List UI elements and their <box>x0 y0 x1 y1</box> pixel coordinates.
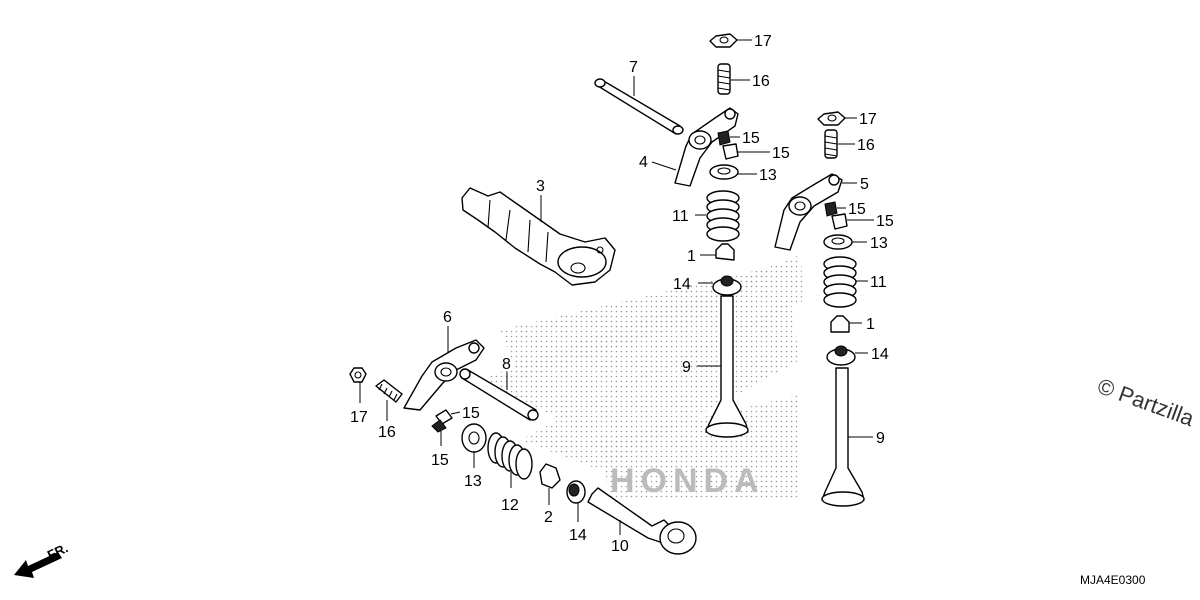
honda-logo-text: HONDA <box>610 462 765 500</box>
valve-spring-upper <box>706 190 740 242</box>
callout-14: 14 <box>673 276 691 293</box>
callout-11: 11 <box>672 208 689 225</box>
front-label: FR. <box>45 540 70 562</box>
leader-lines <box>359 39 874 535</box>
adjust-screw-upper <box>717 63 731 95</box>
adjust-screw-right <box>824 129 838 159</box>
callout-9: 9 <box>876 430 885 447</box>
callout-2: 2 <box>544 509 553 526</box>
callout-5: 5 <box>860 176 869 193</box>
retainer-upper <box>709 164 739 180</box>
valve-spring-right <box>823 256 857 308</box>
watermark: © Partzilla <box>1094 373 1198 431</box>
callout-7: 7 <box>629 59 638 76</box>
valve-exhaust <box>821 367 865 507</box>
callout-13: 13 <box>759 167 777 184</box>
callout-15: 15 <box>462 405 480 422</box>
valve-spring-lower <box>487 432 533 480</box>
callout-17: 17 <box>350 409 368 426</box>
callout-16: 16 <box>378 424 396 441</box>
rocker-arm-4 <box>674 107 739 187</box>
callout-1: 1 <box>866 316 875 333</box>
rocker-arm-6 <box>403 339 485 411</box>
callout-14: 14 <box>569 527 587 544</box>
adjust-nut-upper <box>709 33 738 48</box>
callout-15: 15 <box>772 145 790 162</box>
stem-seal-right <box>830 315 850 333</box>
valve-lower <box>587 487 697 555</box>
callout-17: 17 <box>859 111 877 128</box>
cotters-left <box>431 409 453 433</box>
front-direction-marker: FR. <box>14 540 70 578</box>
callout-14: 14 <box>871 346 889 363</box>
spring-seat-upper <box>712 275 742 296</box>
camshaft <box>461 187 616 286</box>
cotters-upper <box>717 130 739 160</box>
callout-1: 1 <box>687 248 696 265</box>
callout-15: 15 <box>848 201 866 218</box>
spring-seat-lower <box>566 480 586 504</box>
callout-8: 8 <box>502 356 511 373</box>
callout-4: 4 <box>639 154 648 171</box>
rocker-shaft-upper <box>594 78 684 135</box>
stem-seal-lower <box>539 463 561 489</box>
adjust-screw-left <box>375 379 403 403</box>
callouts: 17 16 7 15 15 4 13 11 1 14 9 3 17 16 5 1… <box>350 33 894 555</box>
callout-13: 13 <box>870 235 888 252</box>
callout-3: 3 <box>536 178 545 195</box>
adjust-nut-left <box>349 367 367 383</box>
callout-9: 9 <box>682 359 691 376</box>
valve-intake <box>705 295 749 438</box>
callout-6: 6 <box>443 309 452 326</box>
rocker-arm-5 <box>774 173 843 251</box>
callout-17: 17 <box>754 33 772 50</box>
diagram-code: MJA4E0300 <box>1080 573 1146 587</box>
cotters-right <box>824 201 848 230</box>
callout-12: 12 <box>501 497 519 514</box>
adjust-nut-right <box>817 111 846 126</box>
spring-seat-right <box>826 345 856 366</box>
callout-15: 15 <box>876 213 894 230</box>
retainer-right <box>823 234 853 250</box>
callout-13: 13 <box>464 473 482 490</box>
rocker-shaft-lower <box>459 368 539 421</box>
callout-10: 10 <box>611 538 629 555</box>
retainer-left <box>461 423 487 453</box>
callout-15: 15 <box>431 452 449 469</box>
callout-11: 11 <box>870 274 887 291</box>
callout-15: 15 <box>742 130 760 147</box>
callout-16: 16 <box>857 137 875 154</box>
stem-seal-upper <box>715 243 735 261</box>
callout-16: 16 <box>752 73 770 90</box>
